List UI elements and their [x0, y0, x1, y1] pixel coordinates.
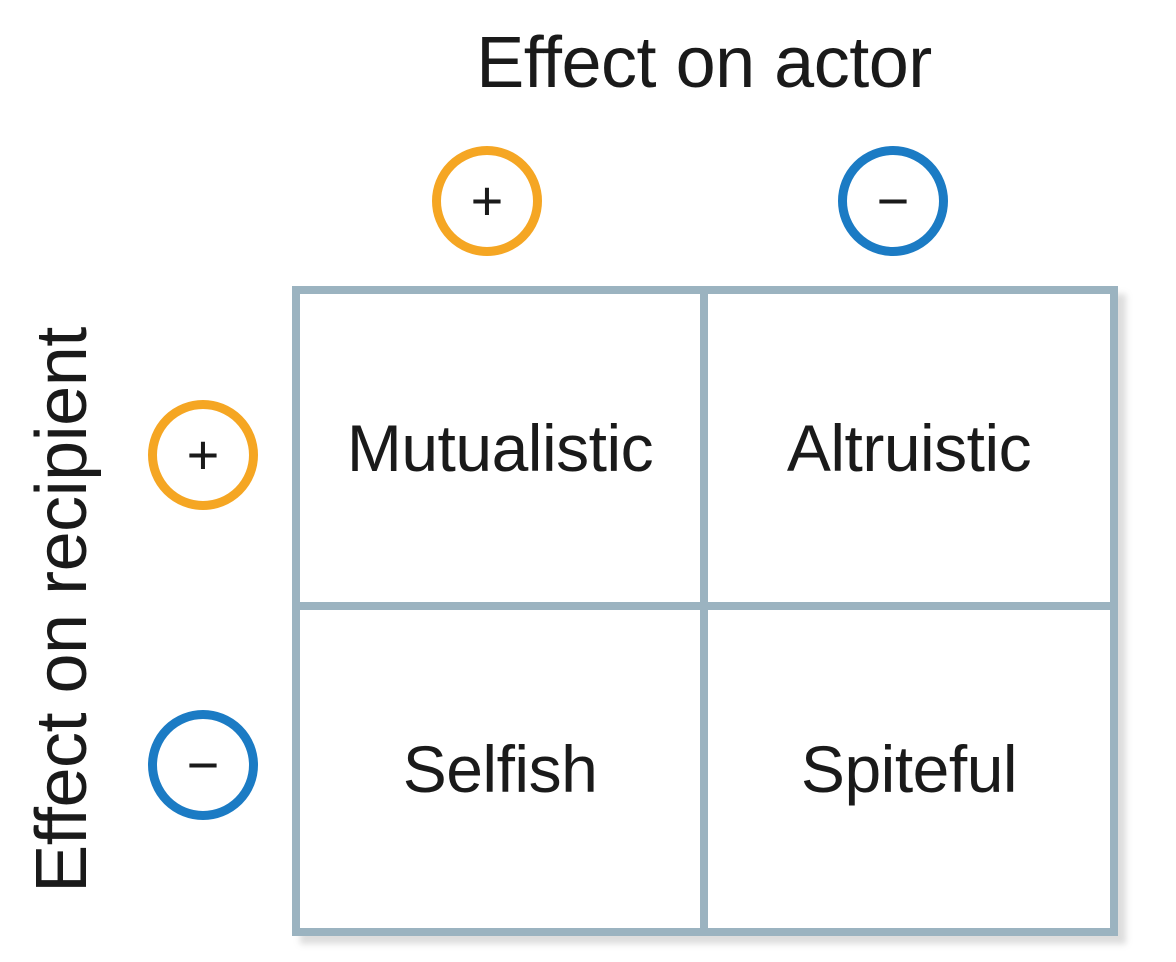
cell-spiteful: Spiteful: [800, 732, 1018, 806]
cell-altruistic: Altruistic: [708, 294, 1110, 610]
recipient-positive-icon: +: [148, 400, 258, 510]
cell-selfish: Selfish: [300, 610, 708, 928]
actor-axis-title: Effect on actor: [476, 23, 932, 103]
recipient-axis-title: Effect on recipient: [22, 327, 102, 893]
recipient-negative-icon: −: [148, 710, 258, 820]
actor-negative-icon: −: [838, 146, 948, 256]
actor-positive-icon: +: [432, 146, 542, 256]
cell-mutualistic: Mutualistic: [300, 294, 708, 610]
interaction-matrix: Mutualistic Altruistic Selfish Spiteful: [292, 286, 1118, 936]
